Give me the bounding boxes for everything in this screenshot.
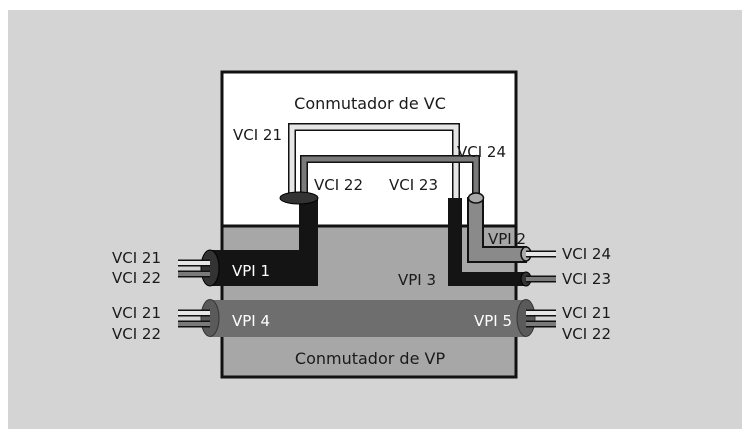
vpi2-pipe-end: [467, 192, 485, 204]
vc-vci22-label: VCI 22: [314, 176, 363, 194]
right-top-vci-b-label: VCI 23: [562, 270, 611, 288]
left-top-vci-b-label: VCI 22: [112, 269, 161, 287]
vc-vci21-label: VCI 21: [233, 126, 282, 144]
vpi1-label: VPI 1: [232, 262, 270, 280]
vpi2-label: VPI 2: [488, 230, 526, 248]
vpi1-pipe: [210, 198, 318, 286]
vpi1-pipe-end: [279, 191, 319, 205]
vpi3-label: VPI 3: [398, 271, 436, 289]
right-bottom-vci-a-label: VCI 21: [562, 304, 611, 322]
vp-switch-label: Conmutador de VP: [295, 349, 446, 368]
vpi4-vpi5-pipe: [210, 300, 526, 337]
vc-vci24-label: VCI 24: [457, 143, 506, 161]
vpi1-left-cap: [200, 249, 220, 287]
vc-vci23-label: VCI 23: [389, 176, 438, 194]
right-top-vci-a-label: VCI 24: [562, 245, 611, 263]
vpi4-left-cap: [200, 299, 220, 337]
left-bottom-vci-b-label: VCI 22: [112, 325, 161, 343]
vpi5-right-cap: [516, 299, 536, 337]
vci22-wire: [301, 156, 479, 198]
left-top-vci-a-label: VCI 21: [112, 249, 161, 267]
vpi4-label: VPI 4: [232, 312, 270, 330]
right-bottom-vci-b-label: VCI 22: [562, 325, 611, 343]
vpi5-label: VPI 5: [474, 312, 512, 330]
left-bottom-vci-a-label: VCI 21: [112, 304, 161, 322]
vpi3-pipe: [448, 198, 526, 286]
vc-switch-label: Conmutador de VC: [294, 94, 446, 113]
